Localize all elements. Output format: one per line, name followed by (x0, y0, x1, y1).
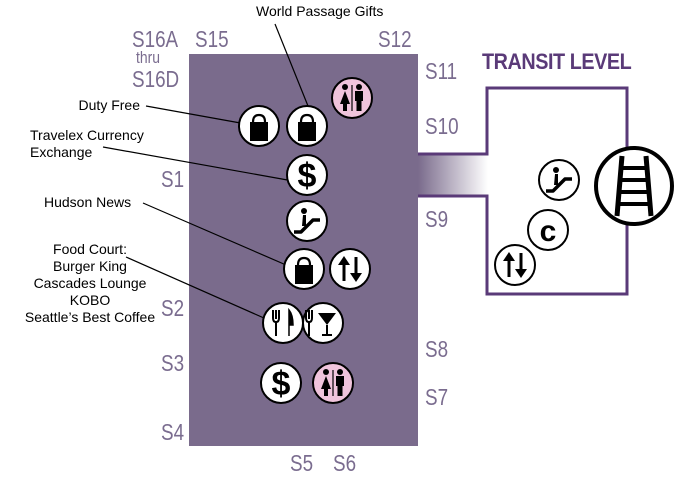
food-court-line: Cascades Lounge (33, 275, 147, 291)
food-court-line: KOBO (69, 292, 111, 308)
food-court-line: Food Court: (53, 241, 127, 257)
gate-s8: S8 (425, 336, 449, 362)
elevator-icon[interactable] (494, 244, 536, 286)
gate-s11: S11 (425, 58, 458, 84)
label-duty-free: Duty Free (78, 97, 140, 113)
shopping-bag-icon[interactable] (283, 248, 325, 290)
gate-s15: S15 (195, 26, 229, 52)
gate-s3: S3 (161, 350, 185, 376)
gate-thru: thru (136, 48, 161, 67)
train-icon[interactable] (594, 146, 674, 226)
gate-s5: S5 (290, 450, 314, 476)
label-travelex-line2: Exchange (30, 144, 93, 160)
elevator-icon[interactable] (329, 248, 371, 290)
gate-s9: S9 (425, 206, 449, 232)
label-hudson-news: Hudson News (44, 194, 132, 210)
label-food-court: Food Court: Burger King Cascades Lounge … (10, 241, 170, 326)
bar-icon[interactable] (302, 302, 344, 344)
svg-text:c: c (540, 215, 557, 248)
shopping-bag-icon[interactable] (238, 105, 280, 147)
restroom-icon[interactable] (331, 77, 373, 119)
escalator-icon[interactable] (538, 159, 580, 201)
c-line-icon[interactable]: c (527, 209, 569, 251)
currency-icon[interactable] (286, 154, 328, 196)
shopping-bag-icon[interactable] (286, 105, 328, 147)
gate-s12: S12 (378, 26, 412, 52)
transit-connector (418, 154, 488, 196)
dining-icon[interactable] (262, 302, 304, 344)
escalator-icon[interactable] (286, 200, 328, 242)
gate-s16d: S16D (132, 66, 180, 92)
label-travelex: Travelex Currency Exchange (30, 127, 144, 161)
gate-s2: S2 (161, 295, 185, 321)
restroom-icon[interactable] (312, 362, 354, 404)
gate-s1: S1 (161, 166, 185, 192)
leader-lines (102, 23, 309, 323)
label-world-passage-gifts: World Passage Gifts (256, 3, 384, 19)
gate-s16a: S16A (132, 26, 179, 52)
food-court-line: Seattle’s Best Coffee (24, 309, 156, 325)
gate-s7: S7 (425, 384, 449, 410)
food-court-line: Burger King (53, 258, 127, 274)
gate-s10: S10 (425, 113, 459, 139)
gate-s4: S4 (161, 419, 185, 445)
transit-level-title: TRANSIT LEVEL (482, 49, 632, 74)
currency-icon[interactable] (260, 362, 302, 404)
gate-s6: S6 (333, 450, 357, 476)
label-travelex-line1: Travelex Currency (30, 127, 144, 143)
